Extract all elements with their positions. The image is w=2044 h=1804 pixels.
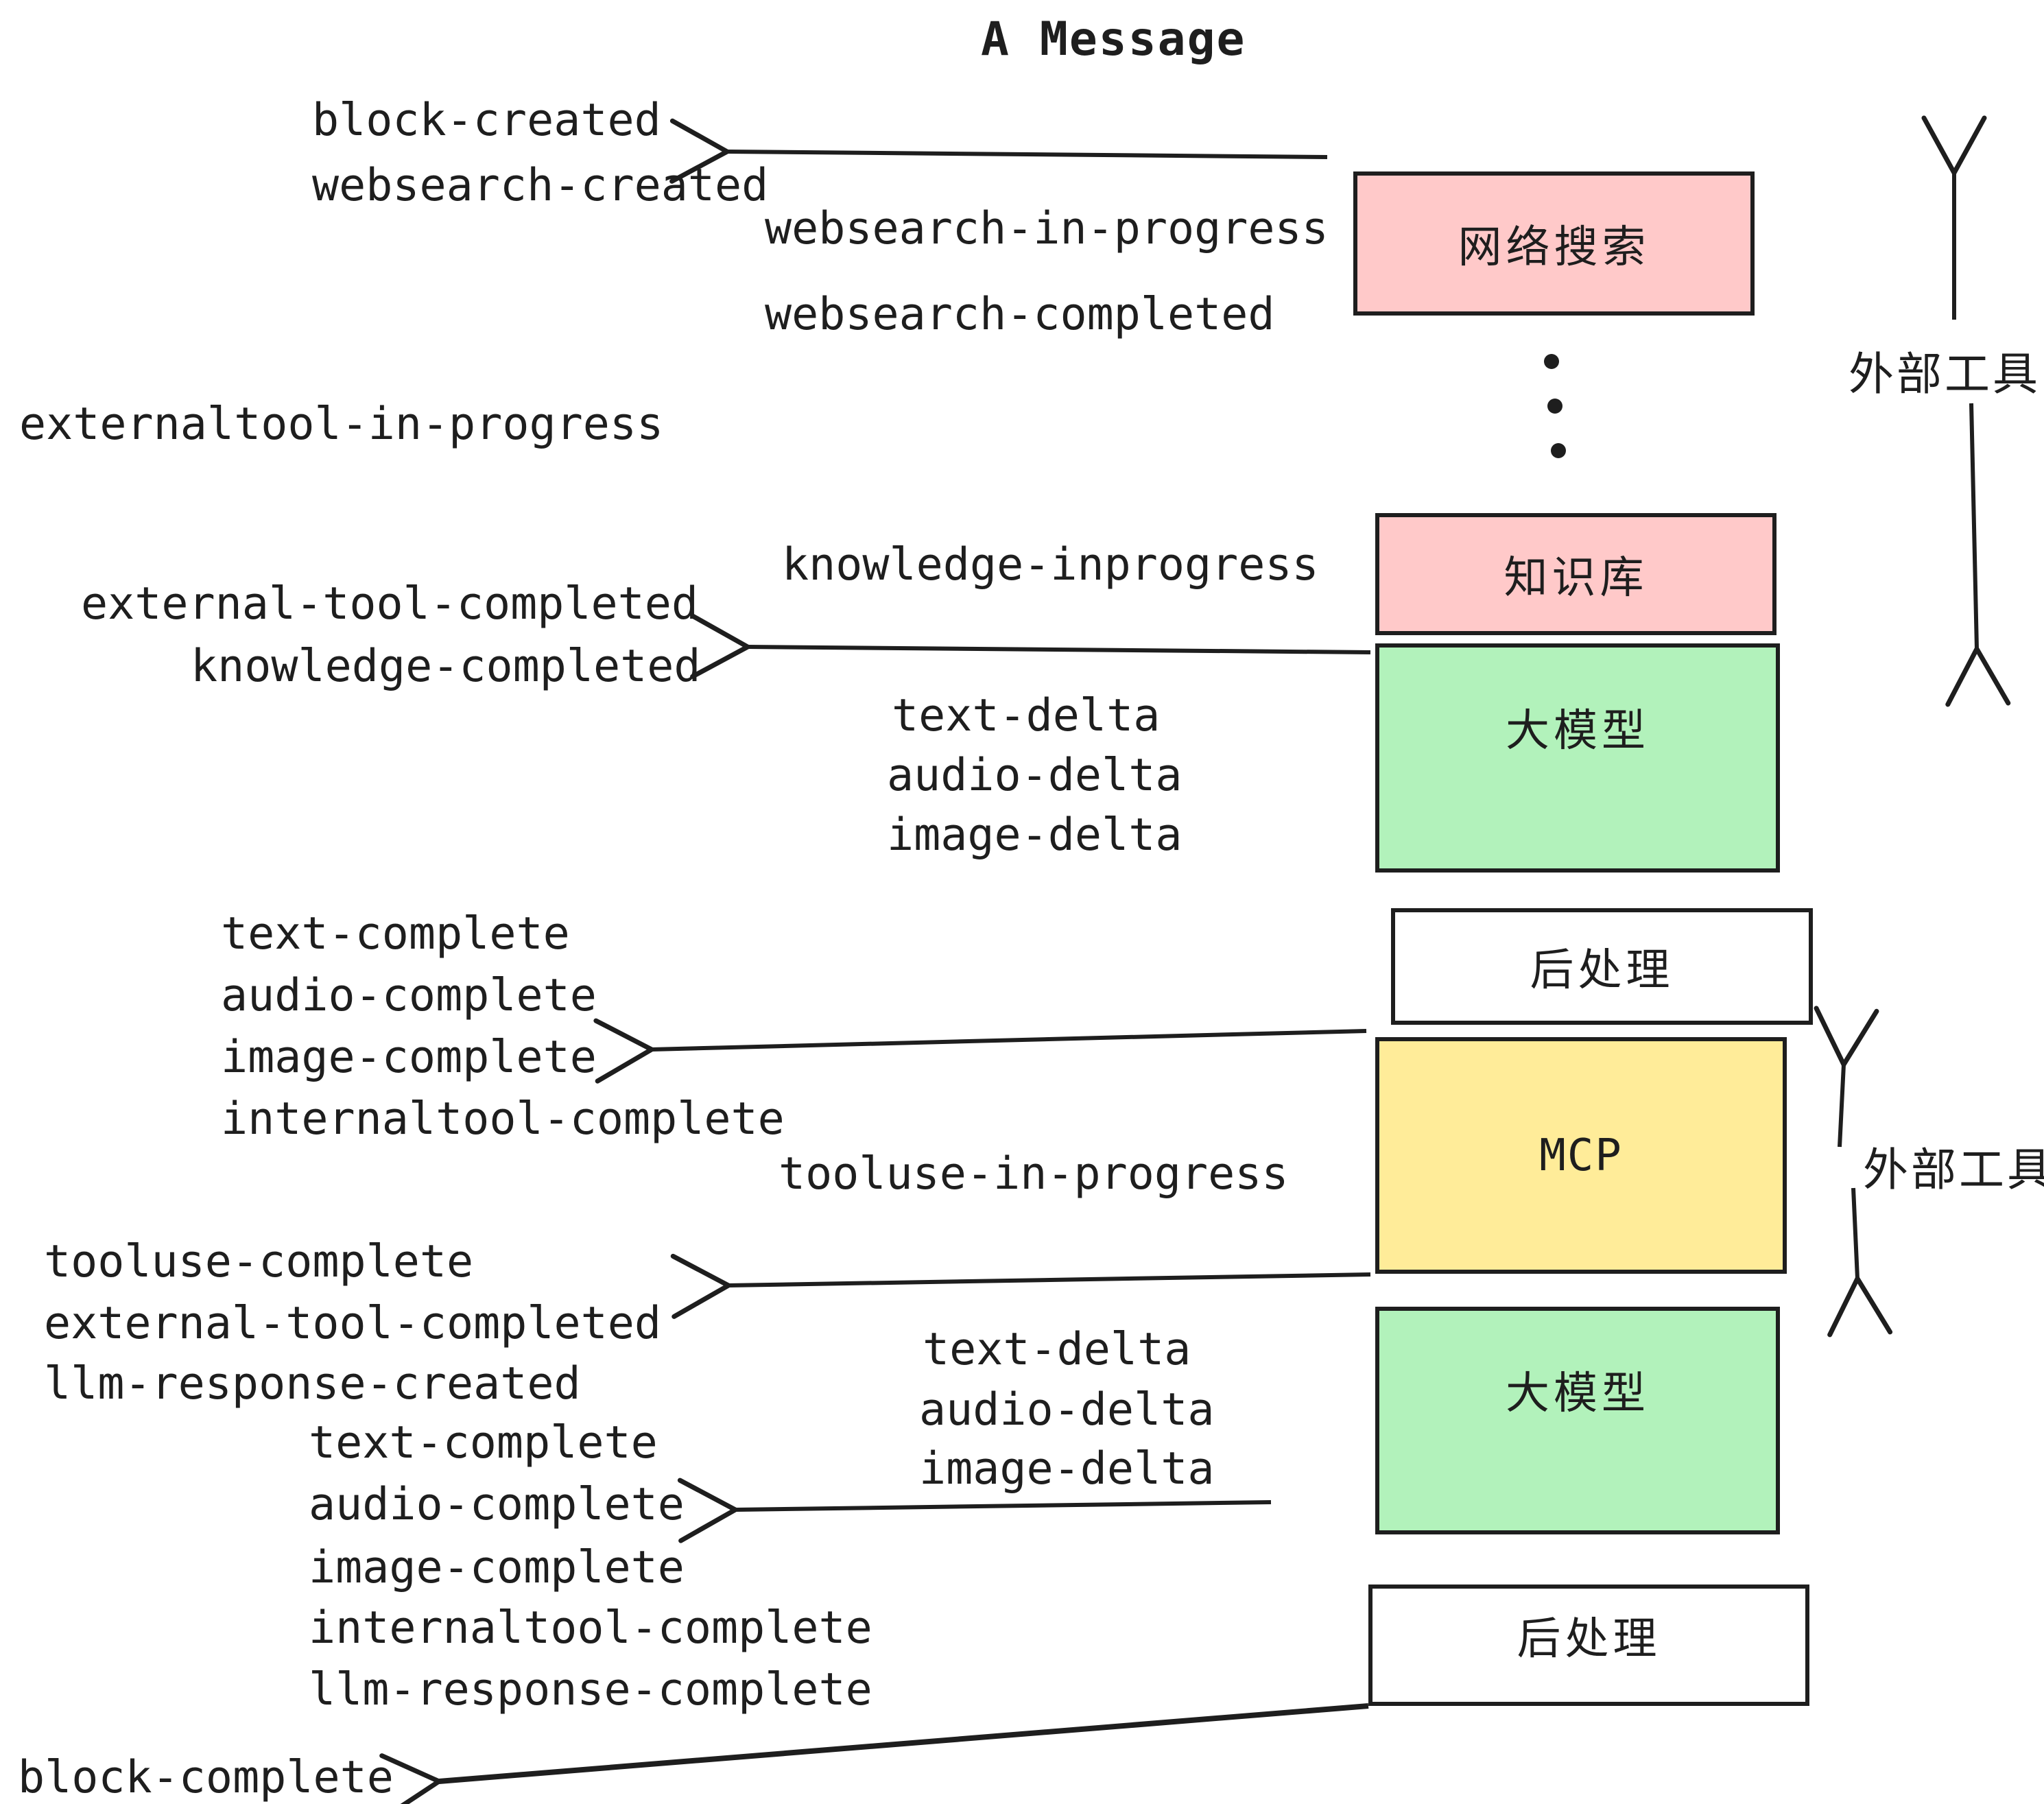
arrow-internal-complete-2 <box>677 1477 1272 1543</box>
box-postprocess-1: 后处理 <box>1391 908 1813 1025</box>
event-label-websearch-in-progress: websearch-in-progress <box>765 203 1329 254</box>
diagram-title: A Message <box>981 12 1246 67</box>
box-knowledge-base: 知识库 <box>1375 513 1776 635</box>
event-label-audio-complete-2: audio-complete <box>309 1479 685 1530</box>
event-label-block-created: block-created <box>312 95 661 146</box>
event-label-audio-complete: audio-complete <box>221 970 597 1021</box>
event-label-websearch-created: websearch-created <box>312 160 769 211</box>
arrow-external-tools-up-2 <box>1814 1006 1879 1148</box>
event-label-text-delta-2: text-delta <box>923 1324 1191 1375</box>
arrow-external-tools-down-2 <box>1827 1187 1893 1338</box>
box-mcp: MCP <box>1375 1037 1787 1274</box>
arrow-block-complete <box>379 1703 1369 1804</box>
event-label-externaltool-in-progress: externaltool-in-progress <box>19 399 664 450</box>
event-label-knowledge-completed: knowledge-completed <box>191 641 701 692</box>
arrow-websearch-created <box>669 118 1328 184</box>
external-tools-label-1: 外部工具 <box>1849 348 2041 401</box>
event-label-external-tool-completed-2: external-tool-completed <box>44 1298 662 1349</box>
event-label-block-complete: block-complete <box>18 1752 394 1803</box>
event-label-text-delta: text-delta <box>892 690 1161 741</box>
event-label-llm-response-complete: llm-response-complete <box>309 1664 872 1716</box>
box-websearch: 网络搜索 <box>1353 171 1755 316</box>
event-label-tooluse-complete: tooluse-complete <box>44 1236 474 1287</box>
ellipsis-dot-1 <box>1544 354 1559 369</box>
ellipsis-dot-2 <box>1547 399 1562 414</box>
event-label-external-tool-completed: external-tool-completed <box>81 578 699 630</box>
event-label-text-complete-2: text-complete <box>309 1417 658 1469</box>
box-llm-1: 大模型 <box>1375 643 1780 873</box>
ellipsis-dot-3 <box>1551 443 1566 458</box>
event-label-image-complete: image-complete <box>221 1032 597 1083</box>
event-label-audio-delta: audio-delta <box>887 750 1183 801</box>
event-label-tooluse-in-progress: tooluse-in-progress <box>779 1148 1289 1200</box>
event-label-image-delta: image-delta <box>887 809 1183 861</box>
arrow-knowledge-completed <box>690 613 1371 679</box>
arrow-tooluse-complete <box>670 1253 1371 1319</box>
external-tools-label-2: 外部工具 <box>1863 1143 2044 1196</box>
box-postprocess-2: 后处理 <box>1368 1585 1809 1706</box>
arrow-internal-complete-1 <box>593 1018 1367 1084</box>
event-label-image-delta-2: image-delta <box>919 1443 1215 1495</box>
arrow-external-tools-down-1 <box>1945 403 2011 707</box>
event-label-websearch-completed: websearch-completed <box>765 289 1275 340</box>
event-label-image-complete-2: image-complete <box>309 1542 685 1593</box>
event-label-internaltool-complete-2: internaltool-complete <box>309 1602 872 1654</box>
event-label-internaltool-complete: internaltool-complete <box>221 1093 785 1145</box>
box-llm-2: 大模型 <box>1375 1307 1780 1534</box>
event-label-audio-delta-2: audio-delta <box>919 1384 1215 1436</box>
event-label-text-complete: text-complete <box>221 908 570 960</box>
event-label-llm-response-created: llm-response-created <box>44 1358 581 1410</box>
event-label-knowledge-inprogress: knowledge-inprogress <box>782 539 1319 591</box>
